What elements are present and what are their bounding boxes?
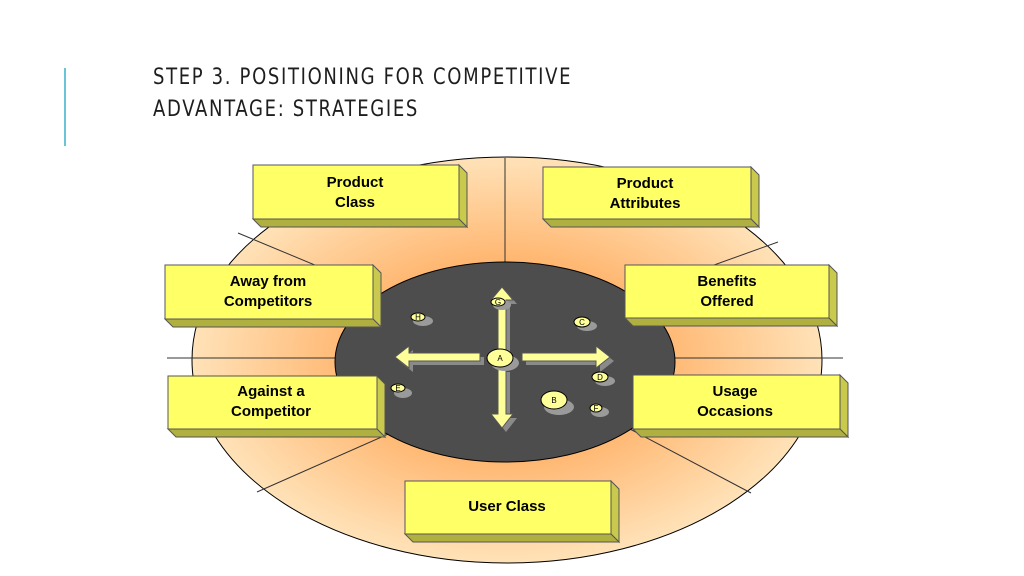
point-a: A bbox=[486, 348, 519, 371]
title-line-2: ADVANTAGE: STRATEGIES bbox=[153, 97, 420, 122]
point-b: B bbox=[540, 390, 574, 415]
box-label-line-2: Attributes bbox=[610, 195, 681, 212]
point-label: F bbox=[594, 404, 599, 413]
box-against-a-competitor: Against a Competitor bbox=[166, 374, 387, 439]
box-label-line-1: Benefits bbox=[697, 273, 756, 290]
box-user-class: User Class bbox=[403, 479, 621, 544]
box-label-line-1: Product bbox=[327, 174, 384, 191]
point-label: G bbox=[495, 298, 501, 307]
box-label-line-2: Competitor bbox=[231, 403, 311, 420]
box-away-from-competitors: Away from Competitors bbox=[163, 263, 383, 329]
point-label: B bbox=[551, 396, 556, 405]
box-label-line-1: Usage bbox=[712, 383, 757, 400]
point-d: D bbox=[591, 371, 615, 386]
accent-bar bbox=[64, 68, 66, 146]
arrow-right bbox=[521, 344, 611, 370]
point-label: A bbox=[497, 354, 503, 363]
box-label-line-2: Class bbox=[335, 194, 375, 211]
point-label: E bbox=[395, 384, 400, 393]
point-g: G bbox=[490, 297, 511, 310]
box-product-attributes: Product Attributes bbox=[541, 165, 761, 229]
point-f: F bbox=[589, 403, 609, 417]
title-line-1: STEP 3. POSITIONING FOR COMPETITIVE bbox=[153, 65, 573, 90]
point-label: H bbox=[415, 313, 421, 322]
box-label-line-1: User Class bbox=[468, 498, 546, 515]
slide-title: STEP 3. POSITIONING FOR COMPETITIVE ADVA… bbox=[153, 62, 572, 126]
point-h: H bbox=[410, 312, 433, 326]
box-product-class: Product Class bbox=[251, 163, 469, 229]
point-c: C bbox=[573, 316, 597, 331]
box-label-line-2: Offered bbox=[700, 293, 753, 310]
box-label-line-2: Occasions bbox=[697, 403, 773, 420]
box-label-line-1: Product bbox=[617, 175, 674, 192]
box-usage-occasions: Usage Occasions bbox=[631, 373, 850, 439]
point-label: D bbox=[597, 373, 603, 382]
box-label-line-1: Against a bbox=[237, 383, 305, 400]
box-benefits-offered: Benefits Offered bbox=[623, 263, 839, 328]
arrow-left bbox=[394, 344, 481, 370]
box-label-line-1: Away from bbox=[230, 273, 306, 290]
point-e: E bbox=[390, 383, 412, 398]
box-label-line-2: Competitors bbox=[224, 293, 312, 310]
point-label: C bbox=[579, 318, 585, 327]
